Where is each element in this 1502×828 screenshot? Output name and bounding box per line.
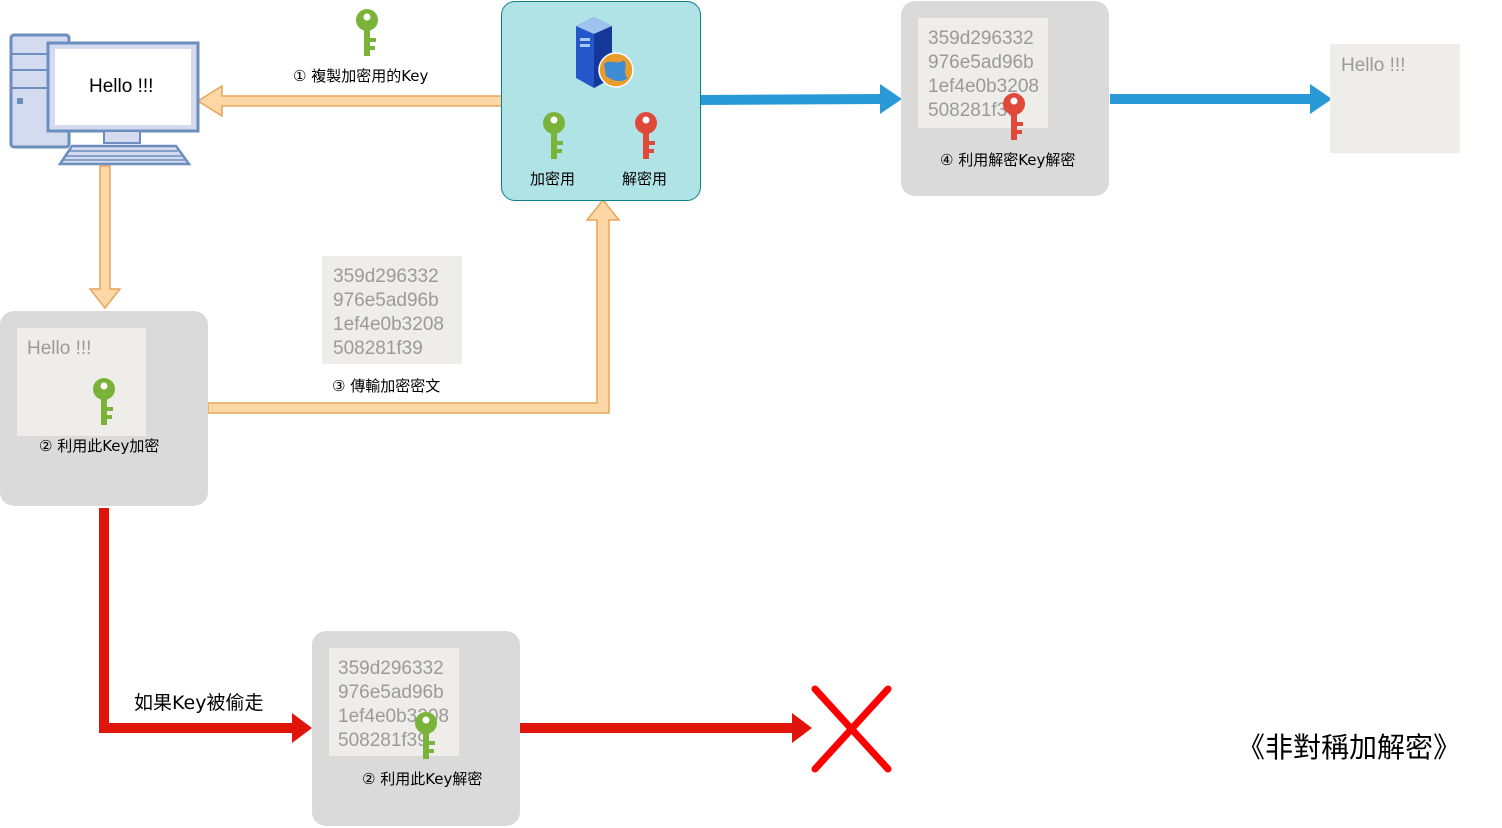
attacker-cipher-panel [329, 648, 459, 756]
encrypt-key-label: 加密用 [530, 170, 576, 188]
encrypt-plain-text: Hello !!! [27, 338, 92, 359]
decrypt-cipher-panel [918, 18, 1048, 128]
diagram-title: 《非對稱加解密》 [1237, 731, 1462, 764]
encrypt-caption: ② 利用此Key加密 [39, 437, 160, 455]
copy-key-arrow [196, 84, 503, 118]
attacker-caption: ② 利用此Key解密 [362, 770, 483, 788]
computer-screen-text: Hello !!! [89, 76, 154, 97]
attacker-to-fail-arrow [520, 713, 812, 743]
decrypt-key-label: 解密用 [622, 170, 668, 188]
x-mark-icon [811, 685, 892, 773]
server-box [501, 1, 701, 201]
attacker-cipher-line: 976e5ad96b [338, 682, 444, 703]
transit-cipher-panel [322, 256, 462, 364]
attacker-cipher-line: 359d296332 [338, 658, 444, 679]
copy-key-label: ① 複製加密用的Key [293, 67, 429, 85]
transit-cipher-line: 359d296332 [333, 266, 439, 287]
green-key-icon [91, 377, 117, 433]
decrypt-caption: ④ 利用解密Key解密 [940, 151, 1076, 169]
attacker-cipher-line: 508281f39 [338, 730, 428, 751]
computer-icon [8, 32, 203, 170]
output-panel [1330, 44, 1460, 153]
green-key-icon [413, 711, 439, 767]
computer-to-encrypt-arrow [88, 165, 122, 310]
red-key-icon [633, 111, 659, 167]
transit-cipher-line: 508281f39 [333, 338, 423, 359]
transmit-label: ③ 傳輸加密密文 [332, 377, 441, 395]
stolen-key-label: 如果Key被偷走 [134, 692, 264, 714]
transit-cipher-line: 1ef4e0b3208 [333, 314, 444, 335]
green-key-icon [541, 111, 567, 167]
server-globe-icon [572, 14, 636, 96]
red-key-icon [1001, 92, 1027, 148]
transmit-arrow [207, 198, 621, 414]
decrypt-cipher-line: 359d296332 [928, 28, 1034, 49]
decrypt-to-output-arrow [1110, 84, 1332, 114]
server-to-decrypt-arrow [701, 84, 902, 114]
output-plain-text: Hello !!! [1341, 55, 1406, 76]
decrypt-cipher-line: 1ef4e0b3208 [928, 76, 1039, 97]
decrypt-cipher-line: 508281f39 [928, 100, 1018, 121]
green-key-icon [354, 8, 380, 64]
transit-cipher-line: 976e5ad96b [333, 290, 439, 311]
encrypt-plain-panel [17, 328, 146, 436]
decrypt-cipher-line: 976e5ad96b [928, 52, 1034, 73]
